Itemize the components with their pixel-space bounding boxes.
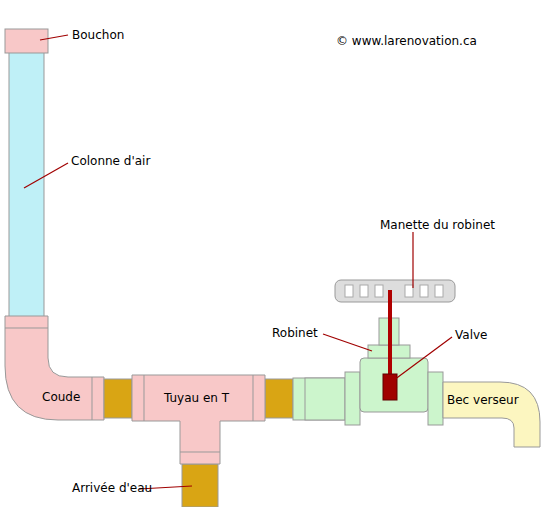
- elbow-rim: [92, 377, 93, 420]
- handle-grips: [345, 285, 443, 297]
- part-label: Coude: [42, 390, 80, 404]
- part-label: Valve: [455, 328, 487, 342]
- elbow-rim: [5, 328, 48, 329]
- leader-lines: [24, 35, 452, 489]
- faucet-nut: [428, 372, 443, 425]
- faucet-body: [360, 358, 428, 412]
- elbow: [5, 316, 104, 420]
- part-label: Bec verseur: [447, 393, 519, 407]
- part-label: Bouchon: [72, 28, 124, 42]
- tee-rim: [253, 375, 254, 421]
- inlet-pipe: [182, 464, 218, 507]
- part-label: Colonne d'air: [71, 154, 150, 168]
- tee-rim: [180, 452, 220, 453]
- coupling: [104, 379, 132, 418]
- tee-pipe: [132, 375, 265, 464]
- part-label: Manette du robinet: [380, 218, 495, 232]
- spout: [443, 382, 540, 447]
- watermark: © www.larenovation.ca: [336, 34, 477, 48]
- part-label: Robinet: [272, 326, 318, 340]
- faucet-handle: [335, 280, 455, 302]
- faucet-nut: [345, 372, 360, 425]
- part-label: Arrivée d'eau: [72, 481, 152, 495]
- part-label: Tuyau en T: [164, 391, 229, 405]
- valve-stem: [388, 290, 392, 376]
- faucet-inlet: [305, 378, 345, 420]
- faucet-inlet: [293, 378, 345, 420]
- tee-rim: [144, 375, 145, 421]
- coupling: [265, 379, 293, 418]
- cap: [5, 29, 48, 53]
- valve: [383, 374, 397, 400]
- air-column: [9, 52, 44, 318]
